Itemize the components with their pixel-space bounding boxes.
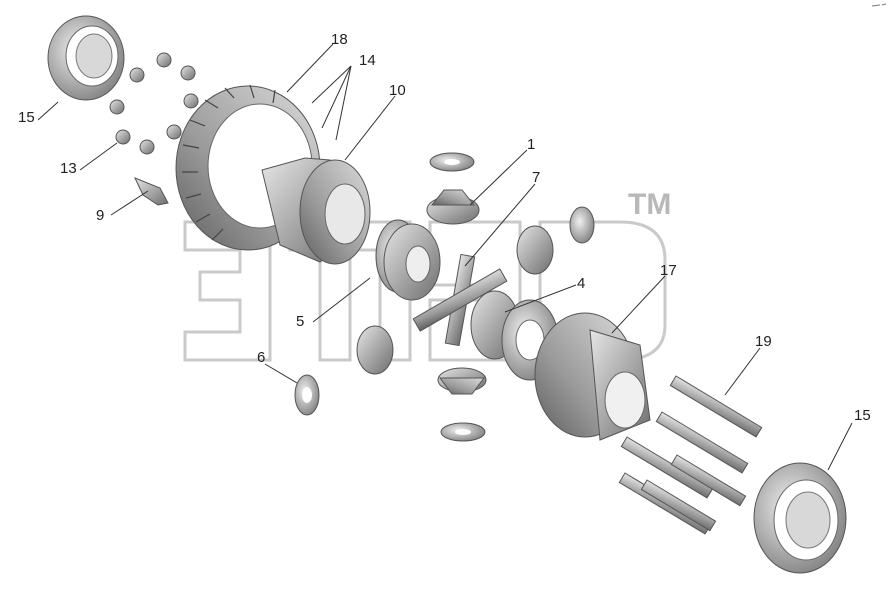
callout-13: 13	[60, 160, 77, 177]
bearing-right-part	[753, 462, 847, 574]
pinion-gear-top-part	[426, 189, 480, 225]
callout-14: 14	[359, 52, 376, 69]
nuts-part	[109, 52, 199, 155]
lock-plate-part	[134, 177, 169, 206]
washer-left-part	[294, 374, 320, 416]
bearing-left-part	[47, 15, 125, 101]
callout-4: 4	[577, 275, 585, 292]
callout-labels: 15 18 14 10 13 9 1 7 4 17 5 6 19 15	[18, 31, 871, 424]
side-gear-left-part	[375, 219, 441, 301]
bolts-part	[618, 375, 763, 535]
pinion-gear-right-part	[516, 225, 554, 275]
trademark-label: TM	[628, 188, 671, 221]
callout-15-left: 15	[18, 109, 35, 126]
thrust-washer-bottom-part	[440, 422, 486, 442]
washer-right-part	[569, 206, 595, 244]
callout-18: 18	[331, 31, 348, 48]
callout-1: 1	[527, 136, 535, 153]
callout-6: 6	[257, 349, 265, 366]
spider-cross-part	[412, 253, 508, 347]
pinion-gear-bottom-part	[437, 367, 487, 395]
callout-5: 5	[296, 313, 304, 330]
pinion-gear-bottom-left-part	[356, 325, 394, 375]
callout-9: 9	[96, 207, 104, 224]
callout-7: 7	[532, 169, 540, 186]
callout-10: 10	[389, 82, 406, 99]
differential-case-left-part	[261, 157, 371, 265]
callout-19: 19	[755, 333, 772, 350]
thrust-washer-top-part	[429, 152, 475, 172]
callout-17: 17	[660, 262, 677, 279]
leader-lines	[37, 43, 853, 471]
callout-15-right: 15	[854, 407, 871, 424]
corner-mark	[871, 3, 887, 7]
differential-case-right-part	[534, 312, 651, 441]
